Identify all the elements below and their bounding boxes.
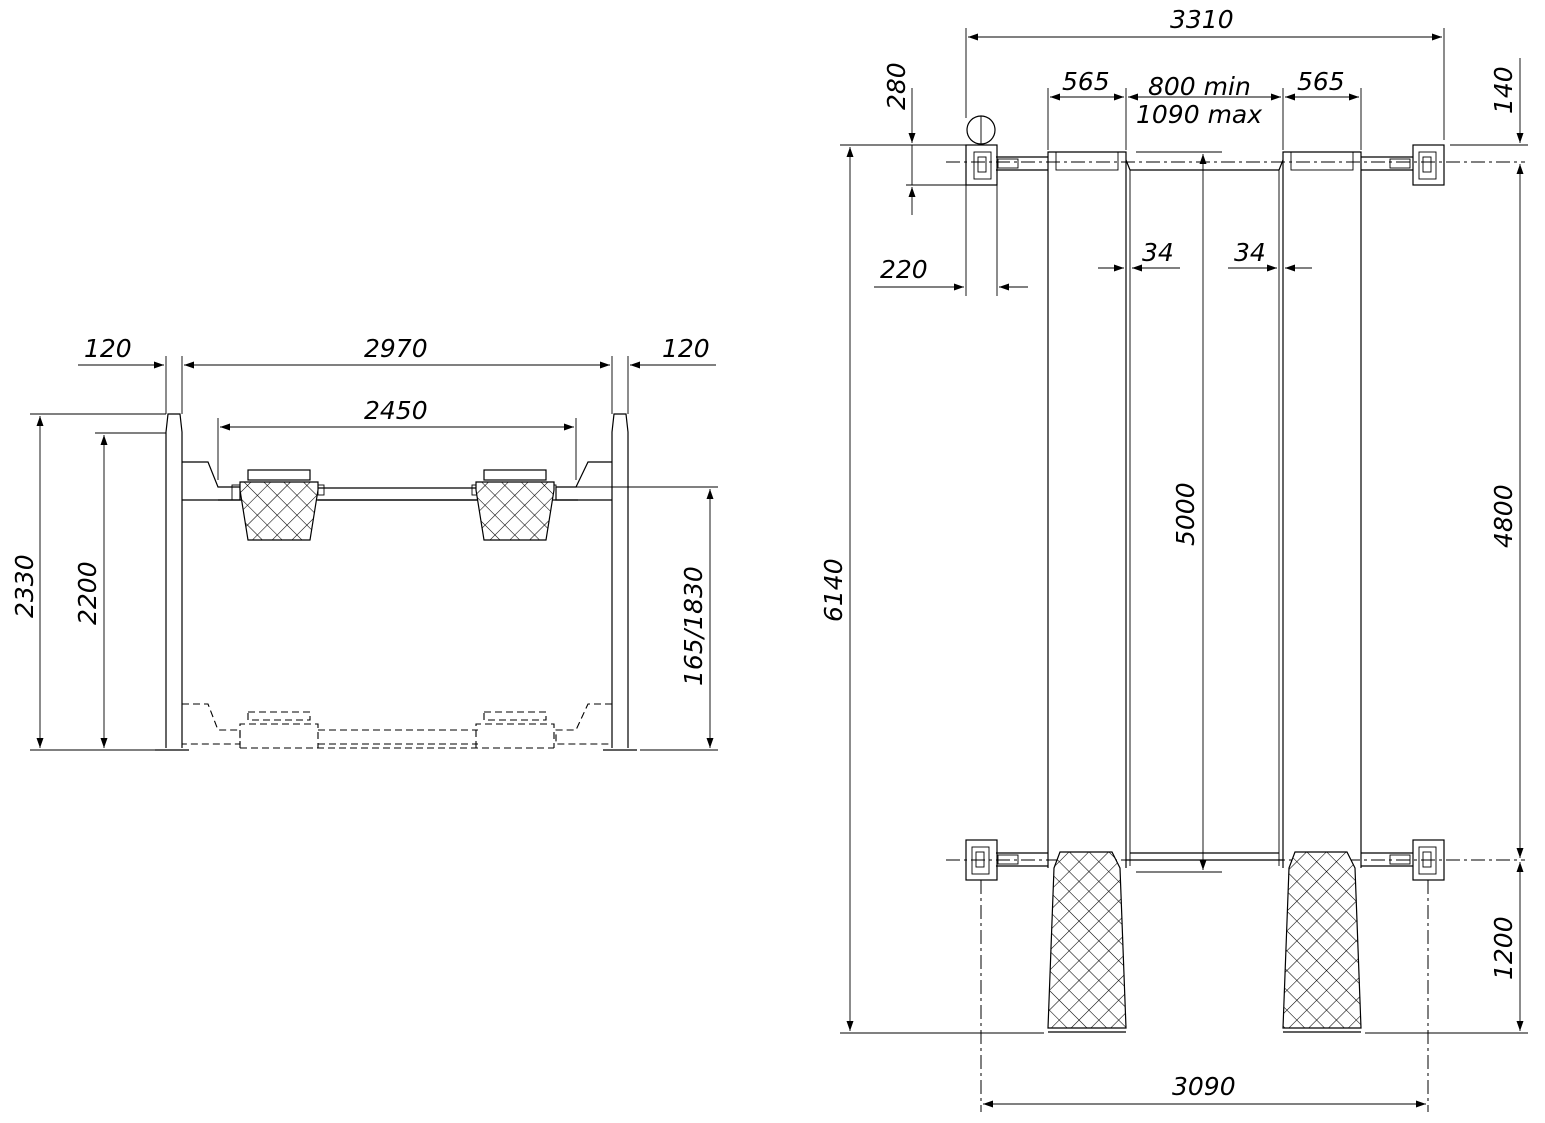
right-post [603,413,637,751]
dim-runway-length: 5000 [1136,151,1222,873]
runway-left-plan [1047,151,1127,868]
dim-label-total-height: 2330 [10,554,39,618]
dim-label-runway-left-width: 565 [1062,67,1110,96]
dim-label-post-width: 220 [880,255,928,284]
dim-runway-widths: 565 800 min 1090 max 565 [1047,67,1362,150]
dim-label-post-spacing-length: 4800 [1489,484,1518,548]
dim-runway-span: 2450 [217,396,577,480]
dim-total-height: 2330 [10,413,166,751]
dim-label-post-right: 120 [662,334,710,363]
dim-label-gap-min: 800 min [1148,72,1251,101]
post-front-right-plan [1412,144,1445,186]
dim-label-runway-right-width: 565 [1297,67,1345,96]
dim-label-top-offset-right: 140 [1489,66,1518,114]
dim-label-gap-max: 1090 max [1136,100,1262,129]
lowered-position [182,703,612,749]
dim-lift-range: 165/1830 [556,486,718,751]
dim-label-ramp-length: 1200 [1489,916,1518,980]
dim-label-runway-length: 5000 [1171,482,1200,546]
dim-label-gap-clear-left: 34 [1142,238,1174,267]
dim-overall-length: 6140 [819,144,1044,1034]
plan-view: 3310 565 800 min 1090 max 565 280 [819,5,1528,1112]
runway-left-raised [239,469,319,541]
runway-right-plan [1282,151,1362,868]
dim-usable-height: 2200 [73,432,166,748]
dim-post-spacing: 4800 1200 [1365,164,1528,1034]
dim-label-overall-width: 3310 [1170,5,1234,34]
dim-post-center-width: 3090 [983,1072,1426,1108]
post-front-left-plan [965,115,998,186]
dim-label-usable-height: 2200 [73,561,102,625]
dim-post-width: 220 [874,185,1028,296]
dim-label-lift-range: 165/1830 [679,566,708,686]
ramp-left-plan [1047,851,1127,1033]
dim-front-top: 120 2970 120 [78,334,716,414]
dim-top-offset-left: 280 [882,62,966,215]
dim-label-gap-clear-right: 34 [1234,238,1266,267]
dim-label-top-offset-left: 280 [882,62,911,110]
dim-overall-width: 3310 [965,5,1445,140]
runway-right-raised [475,469,555,541]
dim-label-overall-length: 6140 [819,558,848,622]
front-view: 120 2970 120 2450 2330 2200 [10,334,718,751]
dim-label-post-left: 120 [84,334,132,363]
dim-label-post-center-width: 3090 [1172,1072,1236,1101]
dim-top-offset-right: 140 [1450,58,1528,146]
dim-gap-clear-left: 34 [1098,238,1180,272]
left-post [155,413,189,751]
dim-label-runway-span: 2450 [364,396,428,425]
front-crossbeam-plan [996,156,1413,171]
dim-gap-clear-right: 34 [1228,238,1312,272]
ramp-right-plan [1282,851,1362,1033]
dim-label-post-span: 2970 [364,334,428,363]
